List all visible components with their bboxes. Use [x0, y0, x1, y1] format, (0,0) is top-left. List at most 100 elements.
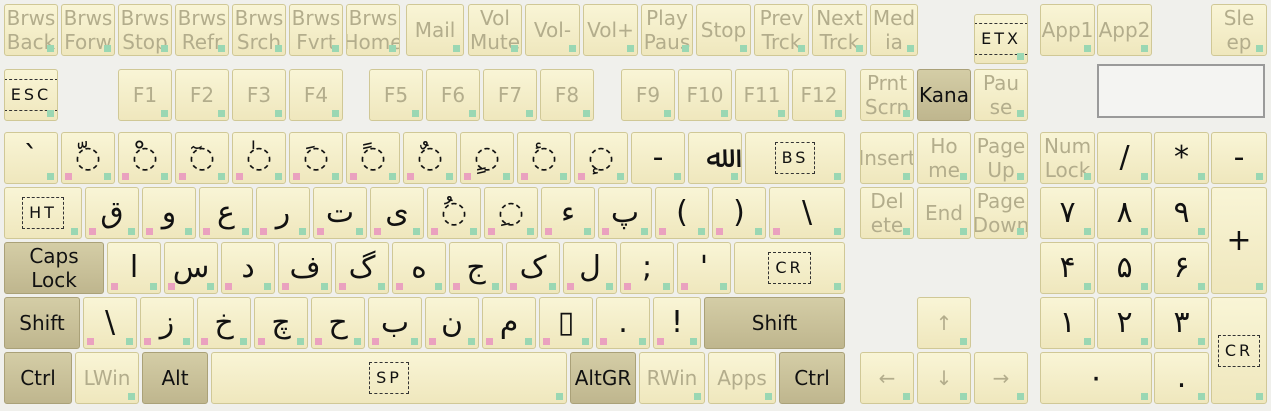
key-num7[interactable]: ٧ [1040, 187, 1095, 239]
key-mail[interactable]: Mail [406, 4, 464, 56]
key-media[interactable]: Med ia [870, 4, 918, 56]
key-brws-stop[interactable]: Brws Stop [118, 4, 172, 56]
key-f1[interactable]: F1 [118, 69, 172, 121]
key-quote[interactable]: ' [677, 242, 731, 294]
key-j[interactable]: ج [449, 242, 503, 294]
key-p[interactable]: پ [598, 187, 652, 239]
key-d[interactable]: د [221, 242, 275, 294]
key-k3[interactable]: ٓ◌ [175, 132, 229, 184]
key-altgr[interactable]: AltGR [570, 352, 636, 404]
key-num0[interactable]: ٠ [1040, 352, 1152, 404]
key-s[interactable]: س [164, 242, 218, 294]
key-f8[interactable]: F8 [540, 69, 594, 121]
key-n[interactable]: ن [425, 297, 479, 349]
key-k6[interactable]: ً◌ [346, 132, 400, 184]
key-num1[interactable]: ١ [1040, 297, 1095, 349]
key-q[interactable]: ق [85, 187, 139, 239]
key-vol-mute[interactable]: Vol Mute [468, 4, 522, 56]
key-grave[interactable]: ` [4, 132, 58, 184]
key-k[interactable]: ک [506, 242, 560, 294]
key-k8[interactable]: ٍ◌ [460, 132, 514, 184]
key-allah[interactable]: ﷲ [688, 132, 742, 184]
key-num2[interactable]: ٢ [1097, 297, 1152, 349]
key-vol-up[interactable]: Vol+ [583, 4, 638, 56]
key-b[interactable]: ب [368, 297, 422, 349]
key-num-mul[interactable]: * [1154, 132, 1209, 184]
key-slash[interactable]: ! [653, 297, 701, 349]
key-f12[interactable]: F12 [792, 69, 846, 121]
key-f3[interactable]: F3 [232, 69, 286, 121]
key-rbracket[interactable]: ) [712, 187, 766, 239]
key-num-dec[interactable]: . [1154, 352, 1209, 404]
key-insert[interactable]: Insert [860, 132, 914, 184]
key-esc[interactable]: ESC [4, 69, 58, 121]
key-z[interactable]: ز [140, 297, 194, 349]
key-num-enter[interactable]: CR [1211, 297, 1267, 404]
key-home[interactable]: Ho me [917, 132, 971, 184]
key-o[interactable]: ء [541, 187, 595, 239]
key-x[interactable]: خ [197, 297, 251, 349]
key-t[interactable]: ت [313, 187, 367, 239]
key-f7[interactable]: F7 [483, 69, 537, 121]
key-minus[interactable]: - [631, 132, 685, 184]
key-lwin[interactable]: LWin [75, 352, 139, 404]
key-semicolon[interactable]: ; [620, 242, 674, 294]
key-k7[interactable]: ٌ◌ [403, 132, 457, 184]
key-apps[interactable]: Apps [708, 352, 776, 404]
key-etx[interactable]: ETX [974, 14, 1028, 64]
key-period[interactable]: . [596, 297, 650, 349]
key-arrow-left[interactable]: ← [860, 352, 914, 404]
key-comma[interactable]: ▯ [539, 297, 593, 349]
key-lshift[interactable]: Shift [4, 297, 80, 349]
key-rctrl[interactable]: Ctrl [779, 352, 845, 404]
key-brws-forw[interactable]: Brws Forw [61, 4, 115, 56]
key-num8[interactable]: ٨ [1097, 187, 1152, 239]
key-end[interactable]: End [917, 187, 971, 239]
key-arrow-right[interactable]: → [974, 352, 1028, 404]
key-m[interactable]: م [482, 297, 536, 349]
key-g[interactable]: گ [335, 242, 389, 294]
key-c[interactable]: چ [254, 297, 308, 349]
key-w[interactable]: و [142, 187, 196, 239]
key-app1[interactable]: App1 [1040, 4, 1095, 56]
key-backslash[interactable]: \ [769, 187, 845, 239]
key-f10[interactable]: F10 [678, 69, 732, 121]
key-y[interactable]: ی [370, 187, 424, 239]
key-enter[interactable]: CR [734, 242, 845, 294]
key-k2[interactable]: ْ◌ [118, 132, 172, 184]
key-brws-srch[interactable]: Brws Srch [232, 4, 286, 56]
key-h[interactable]: ه [392, 242, 446, 294]
key-f9[interactable]: F9 [621, 69, 675, 121]
key-rwin[interactable]: RWin [639, 352, 705, 404]
key-num-add[interactable]: + [1211, 187, 1267, 294]
key-brws-home[interactable]: Brws Home [346, 4, 400, 56]
key-arrow-up[interactable]: ↑ [917, 297, 971, 349]
key-num-sub[interactable]: - [1211, 132, 1267, 184]
key-tab[interactable]: HT [4, 187, 82, 239]
key-i[interactable]: ِ◌ [484, 187, 538, 239]
key-rshift[interactable]: Shift [704, 297, 845, 349]
key-v[interactable]: ح [311, 297, 365, 349]
key-k9[interactable]: ٔ◌ [517, 132, 571, 184]
key-bs[interactable]: BS [745, 132, 845, 184]
key-num-div[interactable]: / [1097, 132, 1152, 184]
key-num5[interactable]: ۵ [1097, 242, 1152, 294]
key-f2[interactable]: F2 [175, 69, 229, 121]
key-k1[interactable]: ّ◌ [61, 132, 115, 184]
key-vol-down[interactable]: Vol- [525, 4, 580, 56]
key-play-paus[interactable]: Play Paus [641, 4, 693, 56]
key-pause[interactable]: Pau se [974, 69, 1028, 121]
key-kana[interactable]: Kana [917, 69, 971, 121]
key-e[interactable]: ع [199, 187, 253, 239]
key-space[interactable]: SP [211, 352, 567, 404]
key-brws-fvrt[interactable]: Brws Fvrt [289, 4, 343, 56]
key-lctrl[interactable]: Ctrl [4, 352, 72, 404]
key-delete[interactable]: Del ete [860, 187, 914, 239]
key-next-trck[interactable]: Next Trck [812, 4, 867, 56]
key-stop[interactable]: Stop [696, 4, 751, 56]
key-k0[interactable]: ٕ◌ [574, 132, 628, 184]
key-l[interactable]: ل [563, 242, 617, 294]
key-page-up[interactable]: Page Up [974, 132, 1028, 184]
key-lbracket[interactable]: ( [655, 187, 709, 239]
key-a[interactable]: ا [107, 242, 161, 294]
